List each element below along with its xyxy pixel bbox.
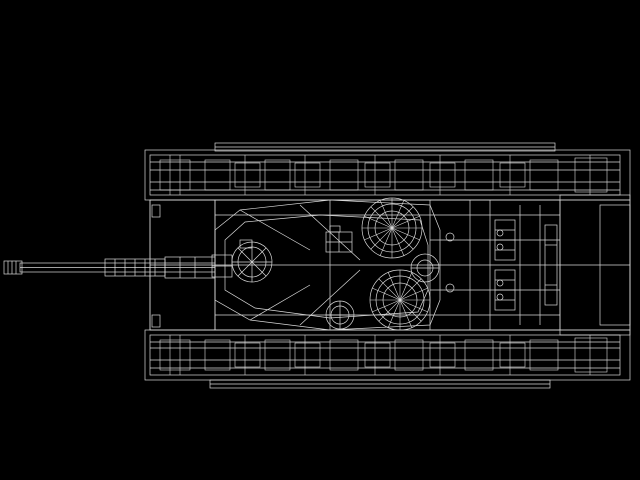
loader-cupola bbox=[369, 269, 431, 331]
gunner-sight bbox=[231, 239, 273, 283]
mg-mount bbox=[325, 225, 353, 253]
gun-barrel bbox=[3, 256, 216, 279]
turret bbox=[211, 199, 441, 331]
commander-cupola bbox=[361, 197, 423, 259]
periscope bbox=[410, 253, 440, 283]
upper-track bbox=[144, 142, 631, 201]
hull bbox=[149, 194, 631, 336]
small-hatch bbox=[325, 300, 355, 330]
lower-track bbox=[144, 329, 631, 389]
